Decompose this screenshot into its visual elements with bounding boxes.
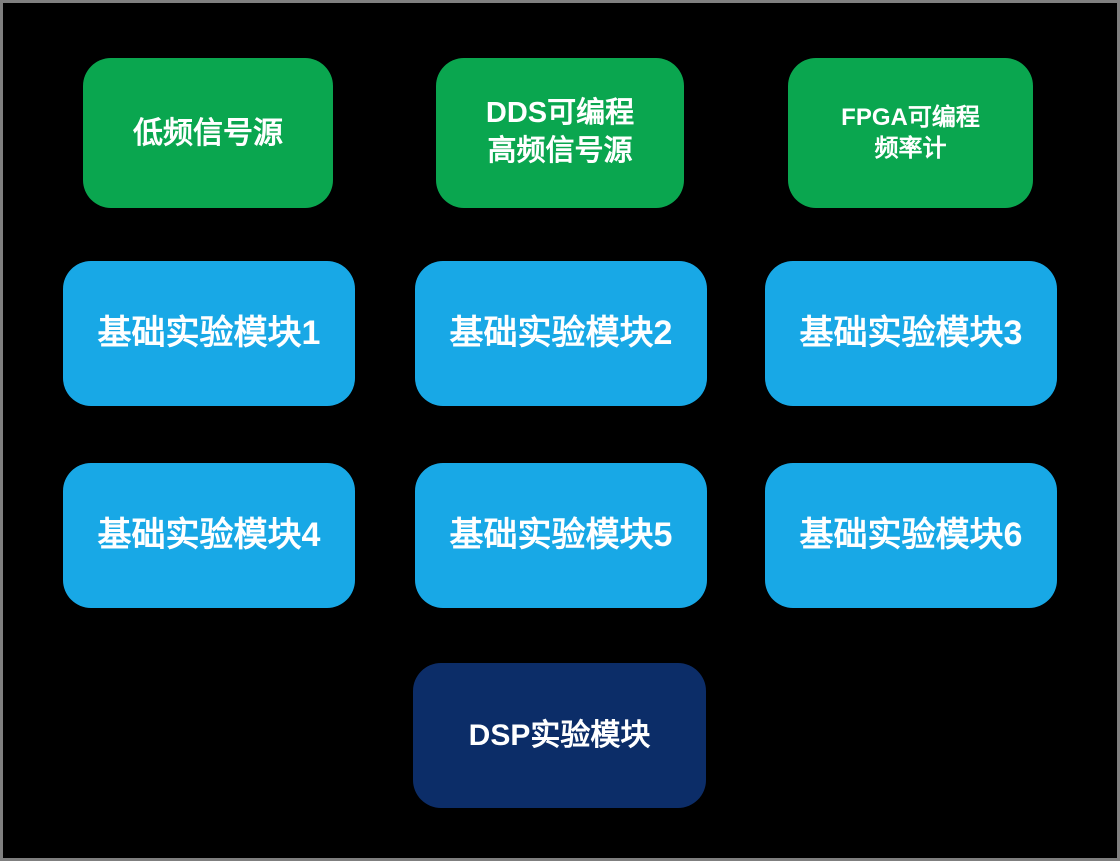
- block-dds-programmable-hf-signal-source: DDS可编程 高频信号源: [436, 58, 684, 208]
- block-low-freq-signal-source: 低频信号源: [83, 58, 333, 208]
- block-basic-experiment-module-6: 基础实验模块6: [765, 463, 1057, 608]
- block-basic-experiment-module-3: 基础实验模块3: [765, 261, 1057, 406]
- block-basic-experiment-module-2: 基础实验模块2: [415, 261, 707, 406]
- block-fpga-programmable-frequency-counter: FPGA可编程 频率计: [788, 58, 1033, 208]
- block-basic-experiment-module-1: 基础实验模块1: [63, 261, 355, 406]
- block-basic-experiment-module-5: 基础实验模块5: [415, 463, 707, 608]
- block-dsp-experiment-module: DSP实验模块: [413, 663, 706, 808]
- block-basic-experiment-module-4: 基础实验模块4: [63, 463, 355, 608]
